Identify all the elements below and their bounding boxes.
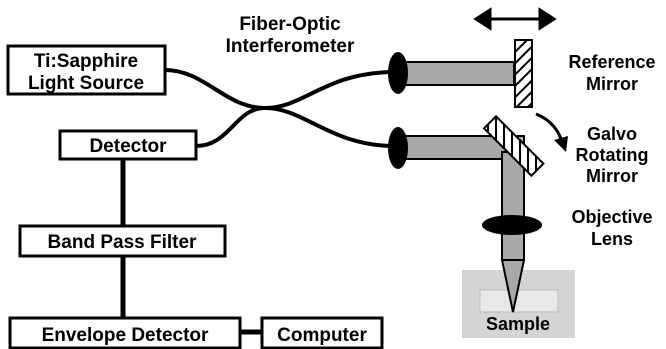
reference-mirror-label-1: Reference	[568, 52, 655, 72]
light-source-box: Ti:Sapphire Light Source	[6, 44, 167, 96]
detector-label: Detector	[89, 136, 167, 157]
envelope-detector-box: Envelope Detector	[8, 316, 242, 349]
reference-beam	[401, 61, 515, 86]
computer-box: Computer	[260, 316, 384, 349]
band-pass-filter-label: Band Pass Filter	[48, 232, 197, 253]
objective-lens	[482, 215, 542, 235]
signal-lines	[120, 158, 262, 335]
reference-collimator-lens	[388, 52, 408, 94]
sample-arm	[388, 112, 568, 261]
galvo-label-3: Mirror	[586, 166, 638, 186]
galvo-label-1: Galvo	[587, 124, 637, 144]
sample-label: Sample	[486, 314, 550, 334]
objective-label-1: Objective	[571, 207, 652, 227]
rotation-arrow-icon	[535, 112, 564, 143]
light-source-label-2: Light Source	[28, 73, 144, 94]
fiber-optic-coupler	[163, 68, 397, 148]
interferometer-label-2: Interferometer	[226, 36, 355, 57]
interferometer-label-1: Fiber-Optic	[239, 14, 341, 35]
sample-collimator-lens	[388, 127, 408, 169]
sample-specimen	[479, 289, 559, 313]
envelope-detector-label: Envelope Detector	[42, 325, 209, 346]
reference-arm	[388, 39, 533, 108]
double-arrow-icon	[473, 7, 557, 31]
detector-box: Detector	[58, 129, 198, 161]
sample-beam-vertical	[501, 151, 525, 261]
galvo-label-2: Rotating	[576, 145, 649, 165]
rotation-arrowhead-icon	[554, 136, 568, 152]
computer-label: Computer	[277, 325, 367, 346]
focused-beam	[500, 259, 526, 313]
fiber-source-to-reference	[163, 68, 397, 111]
reference-mirror	[514, 39, 533, 108]
band-pass-filter-box: Band Pass Filter	[18, 224, 227, 258]
reference-mirror-label-2: Mirror	[586, 74, 638, 94]
light-source-label-1: Ti:Sapphire	[34, 51, 138, 72]
galvo-mirror	[482, 114, 545, 178]
objective-label-2: Lens	[591, 229, 633, 249]
fiber-detector-to-sample	[194, 105, 397, 148]
